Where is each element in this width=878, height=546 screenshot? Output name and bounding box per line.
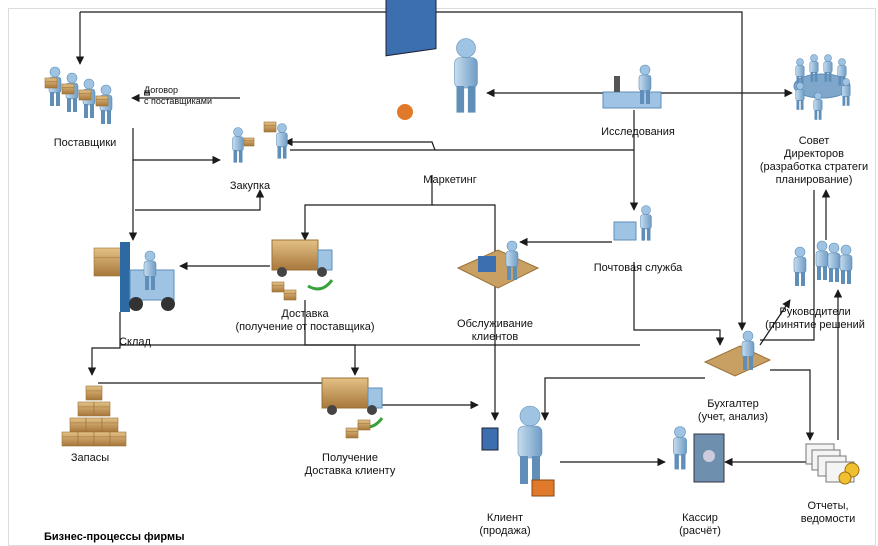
stock-label: Запасы xyxy=(70,452,110,464)
diagram-caption: Бизнес-процессы фирмы xyxy=(44,531,185,543)
contract-icon xyxy=(144,90,150,96)
edge-board-down xyxy=(760,190,815,341)
managers-label: Руководители (принятие решений xyxy=(765,306,865,331)
research-label: Исследования xyxy=(601,126,675,138)
board-label: Совет Директоров (разработка стратеги пл… xyxy=(759,135,869,186)
edge-warehouse-stock xyxy=(87,312,121,376)
purchase-label: Закупка xyxy=(229,180,271,192)
edge-top-line xyxy=(80,11,747,331)
managers-icon xyxy=(793,240,853,286)
edge-accountant-managers xyxy=(759,299,791,346)
client-icon xyxy=(481,405,555,497)
mail-service-icon xyxy=(613,205,652,241)
delivery-truck-icon xyxy=(271,239,334,301)
accountant-label: Бухгалтер (учет, анализ) xyxy=(697,398,769,423)
stock-boxes-icon xyxy=(61,385,127,447)
marketing-label: Маркетинг xyxy=(423,174,477,186)
customer-service-label: Обслуживание клиентов xyxy=(457,318,533,343)
edge-marketing-delivery xyxy=(300,175,433,241)
delivery-label: Доставка (получение от поставщика) xyxy=(235,308,375,333)
suppliers-label: Поставщики xyxy=(53,137,117,149)
edge-marketing-purchase xyxy=(284,137,436,151)
suppliers-icon xyxy=(44,66,113,124)
research-microscope-icon xyxy=(602,64,662,109)
edge-purchase-up xyxy=(135,189,265,211)
cashier-label: Кассир (расчёт) xyxy=(679,512,721,537)
cashier-icon xyxy=(673,426,725,483)
edge-accountant-loop xyxy=(540,377,705,421)
marketing-presenter-icon xyxy=(385,0,478,120)
board-of-directors-icon xyxy=(793,54,851,120)
warehouse-label: Склад xyxy=(119,336,151,348)
purchase-icon xyxy=(232,121,288,163)
customer-delivery-truck-icon xyxy=(321,377,384,439)
accountant-icon xyxy=(703,330,772,377)
edge-marketing-client xyxy=(432,204,500,421)
contract-label: Договор с поставщиками xyxy=(144,85,212,106)
client-label: Клиент (продажа) xyxy=(479,512,531,537)
forklift-warehouse-icon xyxy=(93,242,175,312)
reports-label: Отчеты, ведомости xyxy=(800,500,856,525)
edge-suppliers-purchase xyxy=(132,128,221,165)
edge-accountant-reports xyxy=(770,369,815,441)
mail-service-label: Почтовая служба xyxy=(593,262,683,274)
reports-documents-icon xyxy=(805,443,860,485)
connector-lines xyxy=(75,11,843,467)
edge-mail-accountant xyxy=(633,262,725,346)
customer-delivery-label: Получение Доставка клиенту xyxy=(304,452,396,477)
customer-service-icon xyxy=(456,240,540,289)
